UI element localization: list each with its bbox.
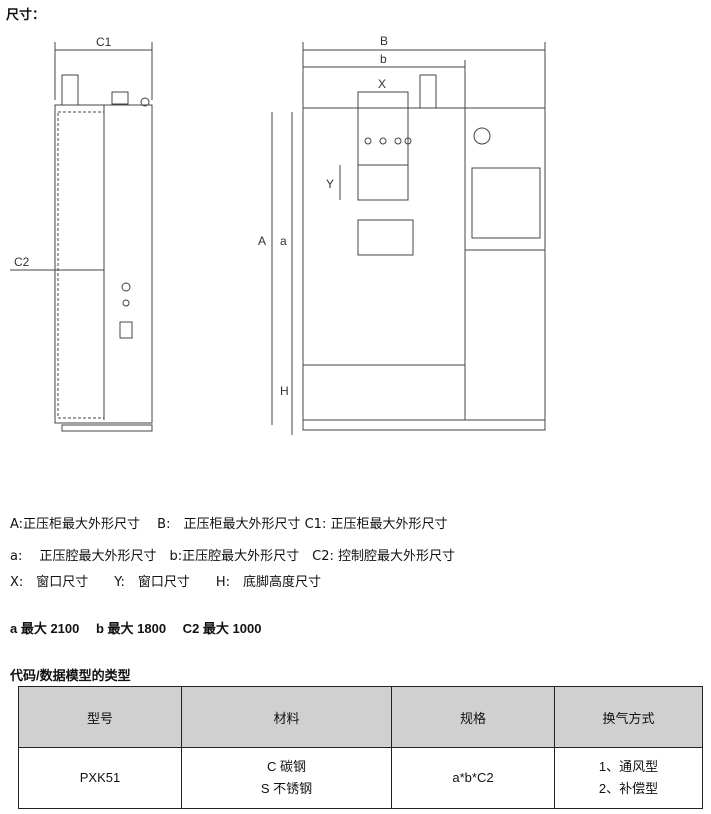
legend-line-2: a: 正压腔最大外形尺寸 b:正压腔最大外形尺寸 C2: 控制腔最大外形尺寸 xyxy=(10,549,455,564)
dim-y: Y xyxy=(326,177,334,191)
dim-h: H xyxy=(280,384,289,398)
header-vent: 换气方式 xyxy=(554,686,703,748)
cell-spec: a*b*C2 xyxy=(391,747,555,809)
side-view: C1 C2 xyxy=(10,35,153,432)
cell-model: PXK51 xyxy=(18,747,182,809)
cabinet-drawing: C1 C2 B b X Y A a H xyxy=(10,34,546,435)
dim-b-lower: b xyxy=(380,52,387,66)
table-header-row: 型号 材料 规格 换气方式 xyxy=(18,686,703,748)
table-title: 代码/数据模型的类型 xyxy=(10,668,131,683)
header-material: 材料 xyxy=(181,686,392,748)
legend-line-1: A:正压柜最大外形尺寸 B: 正压柜最大外形尺寸 C1: 正压柜最大外形尺寸 xyxy=(10,517,448,532)
header-model: 型号 xyxy=(18,686,182,748)
header-spec: 规格 xyxy=(391,686,555,748)
legend-line-3: X: 窗口尺寸 Y: 窗口尺寸 H: 底脚高度尺寸 xyxy=(10,575,322,590)
dim-a-lower: a xyxy=(280,234,287,248)
dim-c2: C2 xyxy=(14,255,30,269)
section-title: 尺寸： xyxy=(6,8,46,23)
size-limits: a 最大 2100 b 最大 1800 C2 最大 1000 xyxy=(10,621,262,636)
dim-x: X xyxy=(378,77,386,91)
dim-c1: C1 xyxy=(96,35,112,49)
dim-b-upper: B xyxy=(380,34,388,48)
front-view: B b X Y A a H xyxy=(258,34,546,435)
dim-a-upper: A xyxy=(258,234,266,248)
